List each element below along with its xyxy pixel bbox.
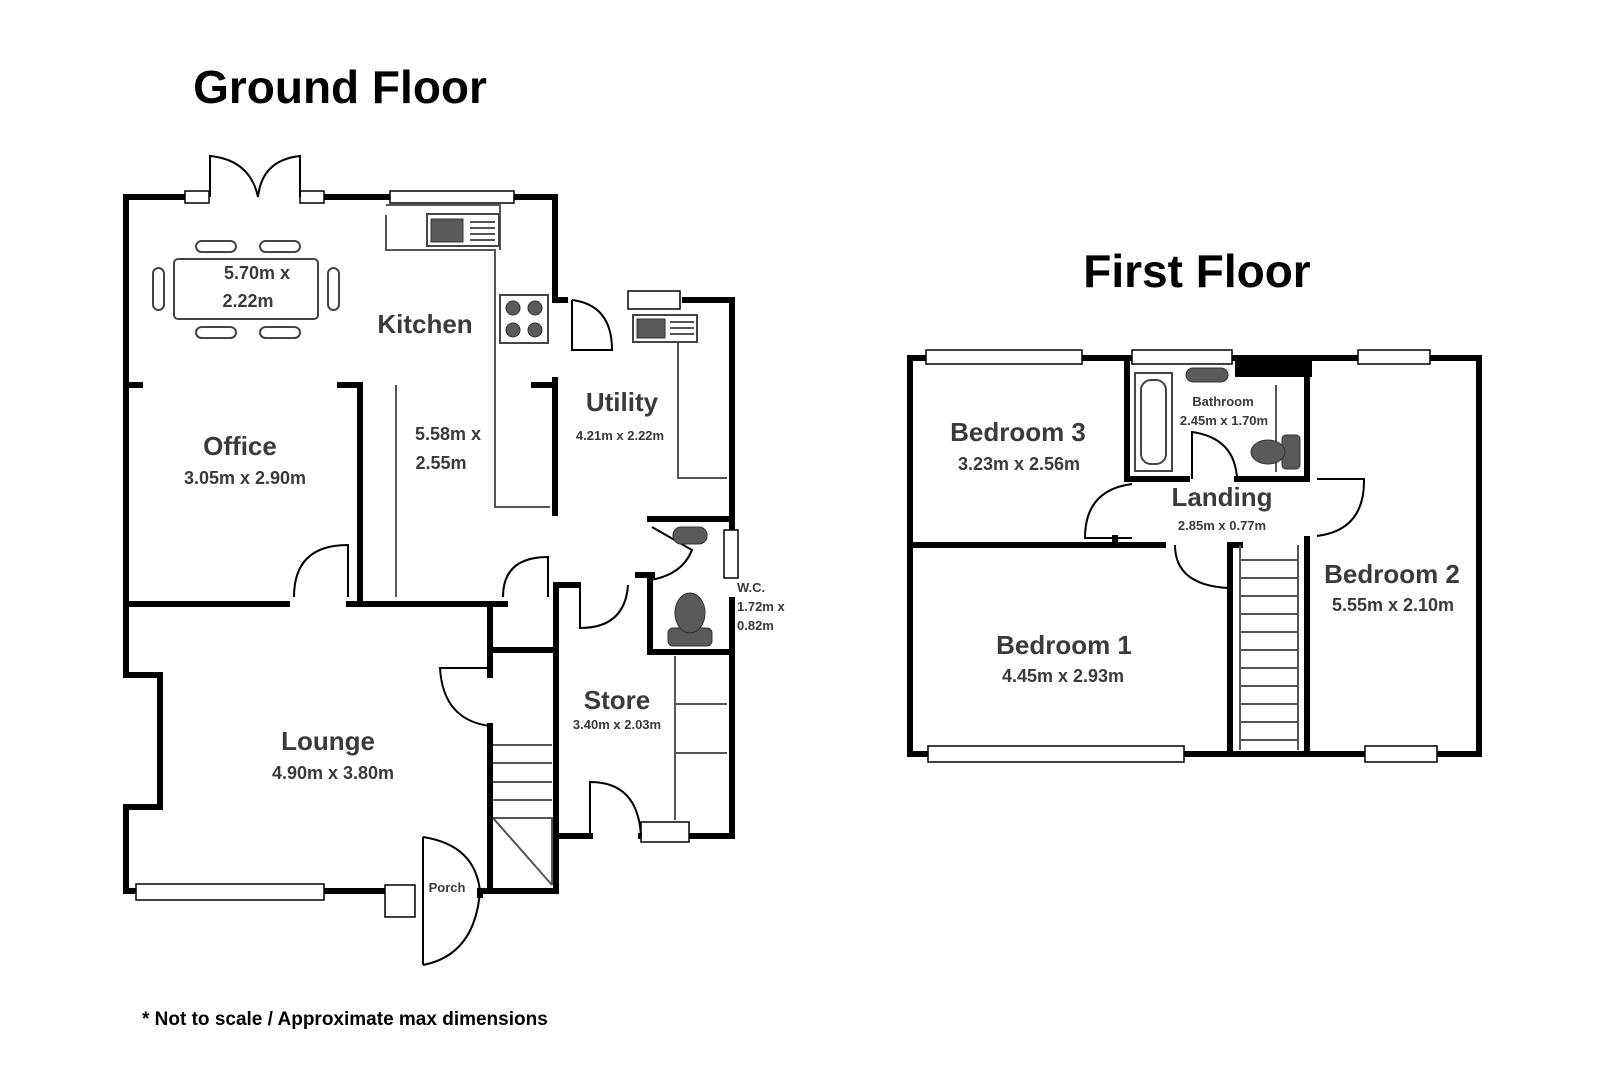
dining-dimensions-line1: 5.70m x [224, 263, 290, 283]
first-floor-title: First Floor [1083, 245, 1311, 297]
window-utility [627, 290, 681, 310]
utility-label: Utility [586, 387, 659, 417]
bathroom-label: Bathroom [1192, 394, 1253, 409]
chair-1 [195, 240, 237, 253]
wc-basin [672, 526, 708, 545]
chimney [1235, 355, 1312, 377]
window-dining-right [299, 190, 325, 204]
bath-inner [1140, 379, 1167, 465]
window-bathroom [1131, 349, 1233, 365]
french-doors [209, 154, 301, 198]
dining-table [173, 258, 319, 320]
door-office [293, 543, 349, 598]
window-bedroom2-bottom [1364, 745, 1438, 763]
door-bedroom3 [1083, 483, 1133, 539]
first-floor: Bedroom 3 3.23m x 2.56m Bathroom 2.45m x… [907, 349, 1482, 763]
utility-dimensions: 4.21m x 2.22m [576, 428, 664, 443]
bathroom-dimensions: 2.45m x 1.70m [1180, 413, 1268, 428]
ground-top-wall-right [321, 194, 558, 303]
door-bedroom1 [1174, 544, 1229, 590]
bedroom1-label: Bedroom 1 [996, 630, 1132, 660]
office-top-wall-right [337, 382, 363, 600]
kitchen-sink-drainer [470, 221, 495, 241]
ground-floor: 5.70m x 2.22m Kitchen 5.58m x 2.55m Util… [123, 154, 785, 966]
door-porch [422, 836, 482, 966]
wc-dimensions-line2: 0.82m [737, 618, 774, 633]
utility-top-wall [682, 297, 735, 530]
store-dimensions: 3.40m x 2.03m [573, 717, 661, 732]
first-top-wall-3 [1427, 355, 1482, 757]
porch-label: Porch [429, 880, 466, 895]
window-bedroom3 [925, 349, 1083, 365]
utility-sink-bowl [636, 318, 666, 339]
kitchen-hob [499, 294, 549, 344]
bedroom1-dimensions: 4.45m x 2.93m [1002, 666, 1124, 686]
window-wc [723, 529, 739, 579]
wc-toilet-bowl [674, 592, 706, 634]
door-hall [502, 555, 549, 598]
utility-sink-drainer [670, 321, 694, 335]
kitchen-dimensions-line2: 2.55m [415, 453, 466, 473]
bathroom-basin [1185, 367, 1229, 383]
kitchen-dimensions-line1: 5.58m x [415, 424, 481, 444]
bathroom-toilet-bowl [1250, 439, 1286, 465]
kitchen-sink-bowl [430, 218, 464, 243]
first-outer-wall [907, 355, 931, 757]
dining-dimensions-line2: 2.22m [222, 291, 273, 311]
door-bedroom2 [1316, 478, 1366, 537]
store-shelves [674, 656, 727, 820]
ground-floor-title: Ground Floor [193, 61, 487, 113]
door-store-bottom [589, 780, 642, 837]
chair-6 [327, 267, 340, 311]
bedroom3-label: Bedroom 3 [950, 417, 1086, 447]
wc-walls [635, 516, 735, 655]
bedroom2-label: Bedroom 2 [1324, 559, 1460, 589]
chair-2 [259, 240, 301, 253]
kitchen-counter [385, 215, 550, 508]
store-label: Store [584, 685, 650, 715]
bedroom3-right-wall [1124, 355, 1190, 482]
landing-dimensions: 2.85m x 0.77m [1178, 518, 1266, 533]
landing-label: Landing [1171, 482, 1272, 512]
door-store [579, 584, 629, 630]
wc-label: W.C. [737, 580, 765, 595]
bedroom3-dimensions: 3.23m x 2.56m [958, 454, 1080, 474]
office-dimensions: 3.05m x 2.90m [184, 468, 306, 488]
ground-bottom-wall-2 [477, 820, 559, 894]
chair-4 [259, 326, 301, 339]
door-bathroom [1191, 430, 1238, 480]
bathroom-bottom-wall [1234, 355, 1310, 482]
kitchen-label: Kitchen [377, 309, 472, 339]
chair-5 [152, 267, 165, 311]
window-porch [384, 884, 416, 918]
office-label: Office [203, 431, 277, 461]
window-kitchen [389, 190, 515, 204]
window-dining-left [184, 190, 210, 204]
first-stairs [1239, 545, 1299, 750]
wc-dimensions-line1: 1.72m x [737, 599, 785, 614]
lounge-label: Lounge [281, 726, 375, 756]
window-bedroom2-top [1357, 349, 1431, 365]
scale-note: * Not to scale / Approximate max dimensi… [142, 1009, 548, 1030]
chair-3 [195, 326, 237, 339]
window-lounge [135, 883, 325, 901]
lounge-top-wall-2 [346, 601, 493, 678]
stairs [492, 744, 553, 886]
window-store [640, 821, 690, 843]
wc-right-wall [685, 597, 735, 839]
door-lounge [438, 667, 491, 727]
ground-outer-wall [123, 194, 188, 894]
door-wc [649, 526, 694, 581]
window-bedroom1 [927, 745, 1185, 763]
door-utility [571, 299, 614, 351]
lounge-dimensions: 4.90m x 3.80m [272, 763, 394, 783]
bedroom2-dimensions: 5.55m x 2.10m [1332, 595, 1454, 615]
